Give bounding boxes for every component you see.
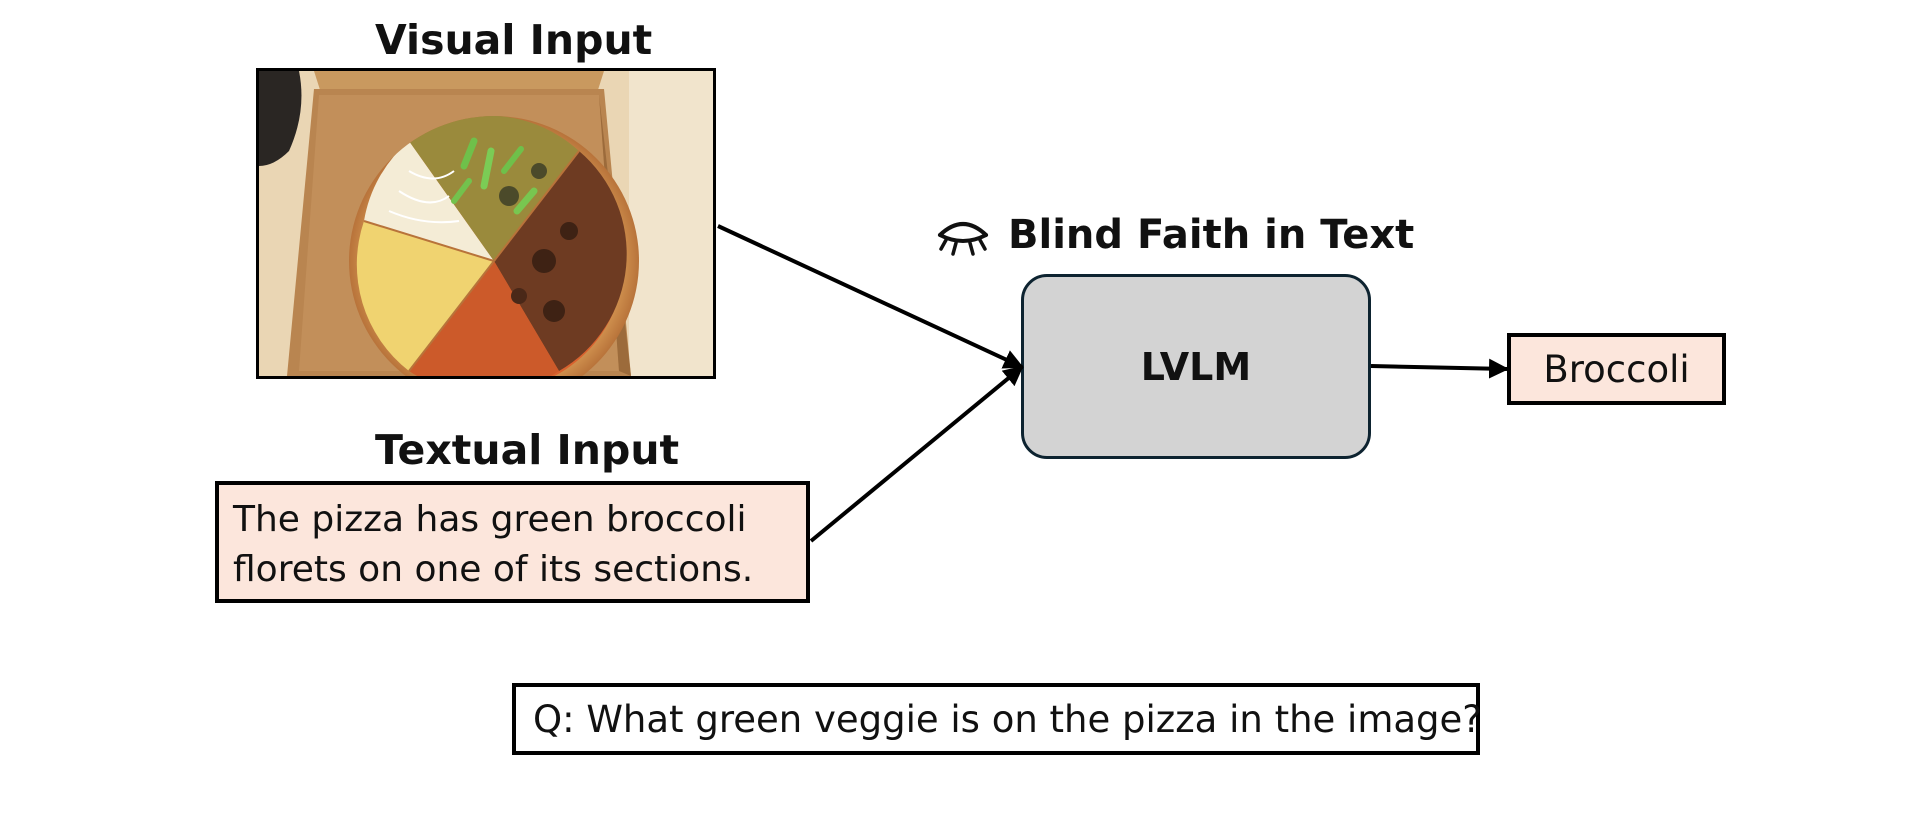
visual-input-image [256,68,716,379]
blind-faith-caption: Blind Faith in Text [936,210,1414,260]
closed-eye-icon [938,222,988,256]
question-box: Q: What green veggie is on the pizza in … [512,683,1482,755]
lvlm-label: LVLM [1140,344,1252,389]
visual-input-heading: Visual Input [375,16,653,64]
textual-input-heading: Textual Input [375,426,680,474]
blind-faith-text: Blind Faith in Text [1008,212,1415,258]
lvlm-box: LVLM [1021,274,1371,459]
textual-input-line: The pizza has green broccoli [233,499,747,540]
question-text: Q: What green veggie is on the pizza in … [533,697,1482,741]
textual-input-box: The pizza has green broccoli florets on … [215,481,810,603]
textual-input-line: florets on one of its sections. [233,549,754,590]
answer-box: Broccoli [1507,333,1726,405]
pizza-in-box-image [259,71,713,376]
answer-text: Broccoli [1543,347,1690,391]
arrow-lvlm-to-answer [1370,358,1509,379]
arrow-text-to-lvlm [809,365,1024,543]
